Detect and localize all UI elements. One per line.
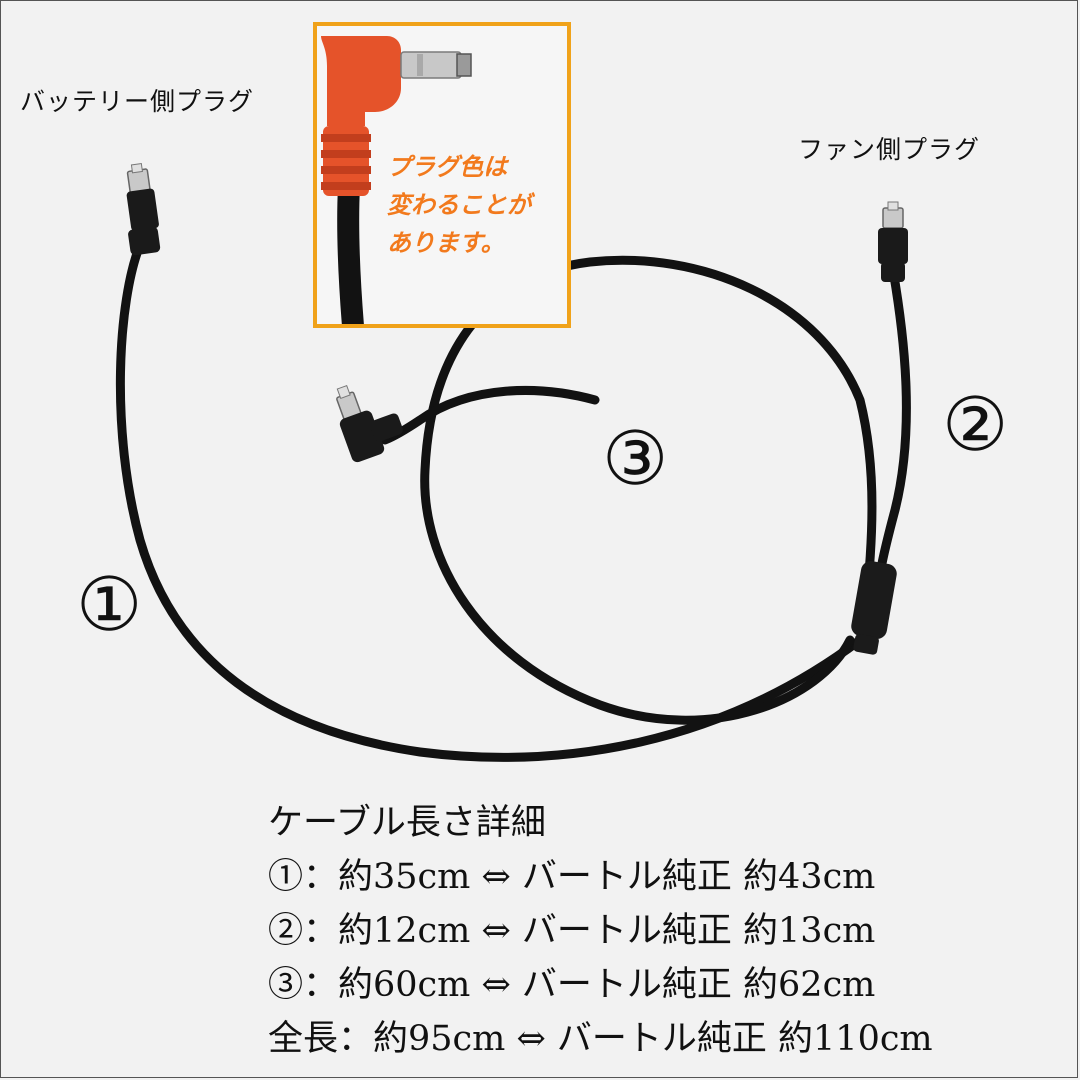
segment-2-label: ②: [942, 382, 1009, 468]
plug-color-inset: プラグ色は 変わることが あります。: [313, 22, 571, 328]
cable-segment-3-end: [380, 386, 600, 445]
details-line-total: 全長：約95cm ⇔ バートル純正 約110cm: [268, 1019, 933, 1059]
segment-1-label: ①: [76, 562, 143, 648]
battery-plug: [126, 162, 161, 256]
cable-segment-3: [420, 255, 877, 725]
note-line: プラグ色は: [387, 153, 507, 181]
fan-plug: [878, 201, 908, 282]
details-title: ケーブル長さ詳細: [268, 803, 546, 843]
segment-3-label: ③: [602, 416, 669, 502]
fan-plug-label: ファン側プラグ: [798, 135, 981, 164]
details-line-3: ③：約60cm ⇔ バートル純正 約62cm: [268, 965, 876, 1005]
orange-plug-closeup: [321, 36, 472, 324]
plug-color-note: プラグ色は 変わることが あります。: [387, 148, 531, 262]
details-line-2: ②：約12cm ⇔ バートル純正 約13cm: [268, 911, 876, 951]
note-line: 変わることが: [387, 191, 531, 219]
battery-plug-label: バッテリー側プラグ: [20, 87, 255, 116]
note-line: あります。: [387, 229, 505, 257]
cable-junction: [851, 561, 897, 655]
third-plug: [336, 384, 403, 463]
details-line-1: ①：約35cm ⇔ バートル純正 約43cm: [268, 857, 876, 897]
cable-segment-1: [115, 240, 865, 762]
cable-length-details: ケーブル長さ詳細 ①：約35cm ⇔ バートル純正 約43cm ②：約12cm …: [268, 796, 933, 1066]
cable-segment-2: [875, 265, 911, 580]
